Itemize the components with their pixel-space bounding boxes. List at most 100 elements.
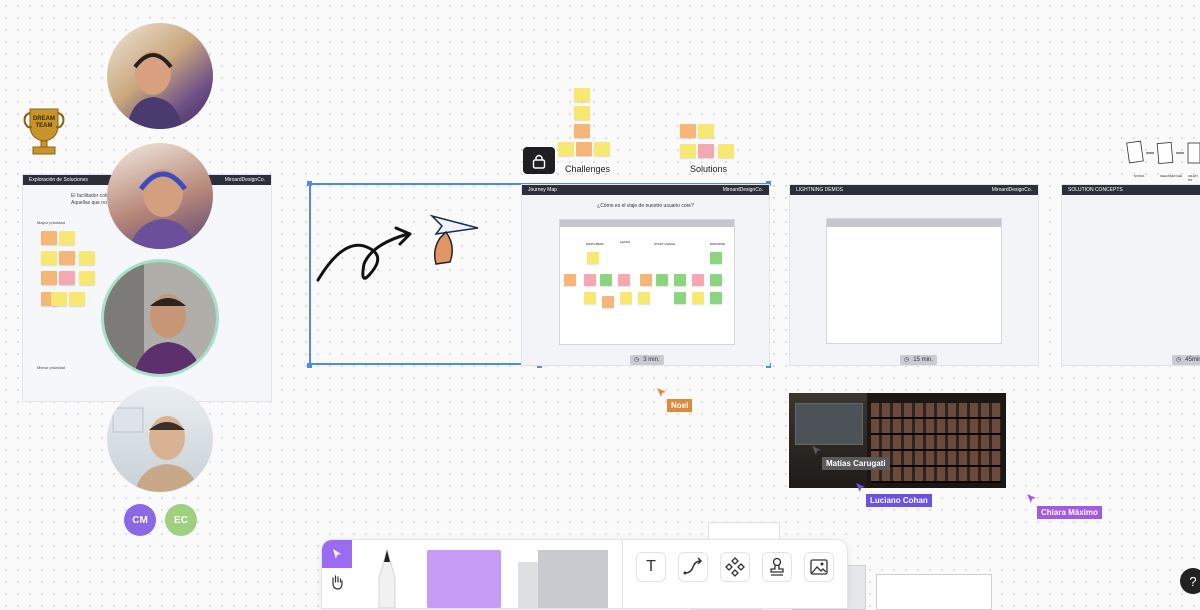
sticky-note[interactable] bbox=[41, 231, 57, 245]
pen-icon bbox=[378, 548, 396, 608]
initials-text: EC bbox=[174, 514, 188, 526]
participant-initials-cm[interactable]: CM bbox=[124, 504, 156, 536]
cursor-label-noel: Noel bbox=[667, 399, 693, 412]
text-tool[interactable]: T bbox=[636, 552, 666, 582]
solution-concepts-header: SOLUTION CONCEPTS bbox=[1062, 185, 1200, 195]
person-icon bbox=[104, 262, 202, 374]
journey-board: DESCUBRIR LEARN START USAGE ENDORSE bbox=[559, 219, 735, 345]
sticky-note[interactable] bbox=[41, 251, 57, 265]
solutions-label: Solutions bbox=[690, 164, 728, 174]
participant-video-3[interactable] bbox=[104, 262, 216, 374]
trophy-line-2: TEAM bbox=[35, 123, 53, 129]
image-icon bbox=[804, 552, 834, 582]
components-icon bbox=[720, 552, 750, 582]
cursor-arrow-icon bbox=[812, 446, 821, 455]
components-tool[interactable] bbox=[720, 552, 750, 582]
cursor-arrow-icon bbox=[856, 483, 865, 492]
cursor-label-chiara: Chiara Máximo bbox=[1037, 506, 1102, 519]
priority-low-label: Menor prioridad bbox=[37, 365, 66, 370]
sticky-note[interactable] bbox=[41, 271, 57, 285]
participant-initials-ec[interactable]: EC bbox=[165, 504, 197, 536]
person-icon bbox=[112, 407, 199, 492]
sticky-note[interactable] bbox=[59, 251, 75, 265]
lightning-demos-header: LIGHTNING DEMOS MiroardDesignCo. bbox=[790, 185, 1038, 195]
sticky-note[interactable] bbox=[79, 251, 95, 265]
hand-tool-button[interactable] bbox=[322, 568, 352, 596]
col-label: LEARN bbox=[620, 240, 631, 244]
cursor-arrow-icon bbox=[657, 388, 666, 397]
lightning-demos-board bbox=[826, 218, 1002, 344]
image-tool[interactable] bbox=[804, 552, 834, 582]
journey-map-frame[interactable]: Journey Map MiroardDesignCo. ¿Cómo es el… bbox=[521, 184, 770, 366]
challenges-cluster[interactable] bbox=[558, 88, 614, 163]
solution-concepts-frame[interactable]: SOLUTION CONCEPTS ◷ 45min bbox=[1061, 184, 1200, 366]
shapes-stack-tool-button[interactable] bbox=[518, 550, 608, 608]
journey-map-brand: MiroardDesignCo. bbox=[722, 187, 763, 193]
timer-icon: ◷ bbox=[904, 357, 910, 363]
pen-tool-button[interactable] bbox=[374, 548, 400, 608]
help-button[interactable]: ? bbox=[1180, 568, 1200, 594]
connector-tool[interactable] bbox=[678, 552, 708, 582]
trophy-line-1: DREAM bbox=[33, 116, 55, 122]
trophy-icon bbox=[23, 108, 65, 155]
priority-high-label: Mayor prioridad bbox=[37, 220, 65, 225]
sticky-note[interactable] bbox=[79, 271, 95, 285]
selection-handle[interactable] bbox=[307, 181, 312, 186]
stamp-icon bbox=[762, 552, 792, 582]
connector-icon bbox=[678, 552, 708, 582]
participant-video-4[interactable] bbox=[107, 386, 213, 492]
creation-toolbar: T bbox=[322, 540, 847, 608]
selection-handle[interactable] bbox=[307, 363, 312, 368]
cursor-arrow-icon bbox=[1027, 494, 1036, 503]
participant-video-1[interactable] bbox=[107, 23, 213, 129]
sticky-note[interactable] bbox=[59, 271, 75, 285]
sticky-note[interactable] bbox=[59, 231, 75, 245]
lock-icon bbox=[532, 154, 546, 169]
journey-map-timer-text: 3 min. bbox=[643, 357, 660, 363]
lightning-demos-brand: MiroardDesignCo. bbox=[991, 187, 1032, 193]
col-label: START USAGE bbox=[654, 242, 675, 246]
journey-map-question: ¿Cómo es el viaje de nuestro usuario cor… bbox=[597, 203, 694, 209]
flow-documents-icon bbox=[1126, 140, 1200, 165]
col-label: ENDORSE bbox=[710, 242, 725, 246]
freehand-arrow-drawing[interactable] bbox=[312, 210, 492, 290]
timer-icon: ◷ bbox=[1176, 357, 1182, 363]
flow-label: CRAZY 8'S bbox=[1188, 174, 1199, 182]
select-tool-button[interactable] bbox=[322, 540, 352, 568]
cursor-arrow-icon bbox=[333, 549, 341, 559]
person-headset-icon bbox=[127, 51, 183, 129]
left-frame-body-1: El facilitador colocará… bbox=[71, 193, 124, 199]
board-thumbnail bbox=[876, 574, 992, 610]
challenges-label: Challenges bbox=[565, 164, 611, 174]
col-label: DESCUBRIR bbox=[586, 242, 604, 246]
dream-team-trophy[interactable]: DREAM TEAM bbox=[22, 107, 66, 157]
sticky-note[interactable] bbox=[51, 292, 67, 306]
selection-handle[interactable] bbox=[766, 181, 771, 186]
solutions-cluster[interactable] bbox=[680, 124, 736, 162]
journey-map-title: Journey Map bbox=[528, 187, 557, 193]
person-headphones-icon bbox=[129, 169, 195, 249]
journey-map-timer[interactable]: ◷ 3 min. bbox=[630, 355, 664, 365]
streaming-app-screenshot[interactable] bbox=[789, 393, 1006, 488]
help-icon: ? bbox=[1189, 573, 1197, 589]
lock-button[interactable] bbox=[523, 147, 555, 174]
lightning-demos-timer[interactable]: ◷ 15 min. bbox=[900, 355, 937, 365]
stamp-tool[interactable] bbox=[762, 552, 792, 582]
journey-map-header: Journey Map MiroardDesignCo. bbox=[522, 185, 769, 195]
cursor-label-matias: Matías Carugati bbox=[822, 457, 890, 470]
solution-concepts-timer-text: 45min bbox=[1185, 357, 1200, 363]
participant-video-2[interactable] bbox=[107, 143, 213, 249]
left-frame-title: Exploración de Soluciones bbox=[29, 177, 88, 183]
timer-icon: ◷ bbox=[634, 357, 640, 363]
mini-flow-diagram[interactable]: NOTES IDEA/SKETCHE CRAZY 8'S bbox=[1126, 138, 1200, 182]
sticky-note-tool-button[interactable] bbox=[427, 550, 501, 608]
board-thumbnail bbox=[708, 522, 780, 542]
solution-concepts-title: SOLUTION CONCEPTS bbox=[1068, 187, 1123, 193]
lightning-demos-frame[interactable]: LIGHTNING DEMOS MiroardDesignCo. ◷ 15 mi… bbox=[789, 184, 1039, 366]
flow-label: IDEA/SKETCHE bbox=[1160, 174, 1183, 178]
lightning-demos-title: LIGHTNING DEMOS bbox=[796, 187, 843, 193]
solution-concepts-timer[interactable]: ◷ 45min bbox=[1172, 355, 1200, 365]
sticky-note[interactable] bbox=[69, 292, 85, 306]
left-frame-body-2: Aquellas que no h… bbox=[71, 200, 117, 206]
cursor-label-luciano: Luciano Cohan bbox=[866, 494, 932, 507]
